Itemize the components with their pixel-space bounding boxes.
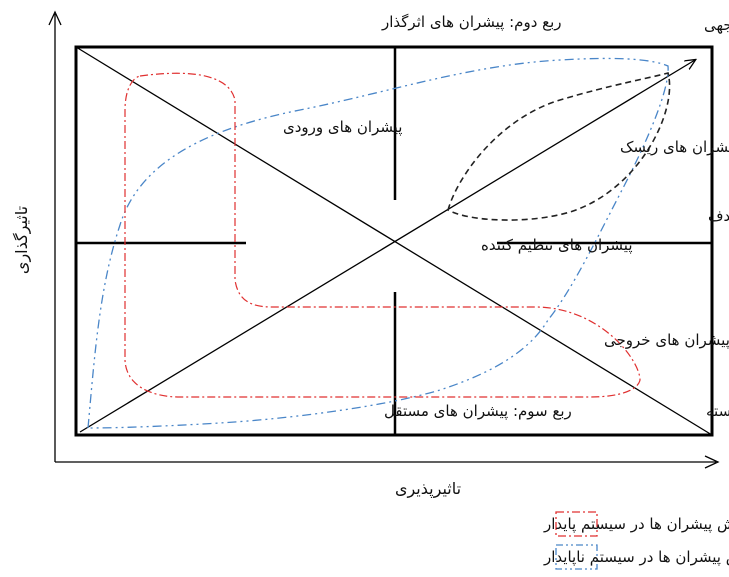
output-drivers-label: پیشران های خروجی [604, 331, 729, 350]
quadrant-1-label: ربع اول: پیشران های دووجهی [704, 16, 729, 35]
legend: محدوده پراکنش پیشران ها در سیستم پایدار … [543, 511, 729, 570]
diagonal-main [79, 60, 695, 433]
y-axis-arrow-icon [48, 10, 62, 26]
risk-drivers-label: پیشران های ریسک [620, 138, 729, 157]
legend-stable-swatch [555, 511, 598, 537]
risk-drivers-region [447, 72, 671, 221]
quadrant-2-label: ربع دوم: پیشران های اثرگذار [381, 13, 562, 32]
unstable-system-boundary [87, 57, 669, 429]
target-drivers-label: پیشران های هدف [708, 207, 729, 226]
quadrant-4-label: ربع چهارم: پیشران های وابسته [706, 402, 729, 421]
legend-stable-label: محدوده پراکنش پیشران ها در سیستم پایدار [543, 515, 729, 534]
x-axis-label: تاثیرپذیری [395, 479, 461, 499]
diagonal-anti [75, 46, 713, 436]
legend-unstable-swatch [555, 544, 598, 570]
regulating-drivers-label: پیشران های تنظیم کننده [481, 236, 633, 255]
quadrant-3-label: ربع سوم: پیشران های مستقل [384, 402, 572, 421]
y-axis-label: تاثیرگذاری [12, 206, 32, 274]
legend-unstable-label: محدوده پراکنش پیشران ها در سیستم ناپایدا… [543, 548, 729, 567]
input-drivers-label: پیشران های ورودی [283, 118, 402, 137]
x-axis-arrow-icon [704, 455, 720, 469]
stable-system-boundary [124, 72, 641, 398]
